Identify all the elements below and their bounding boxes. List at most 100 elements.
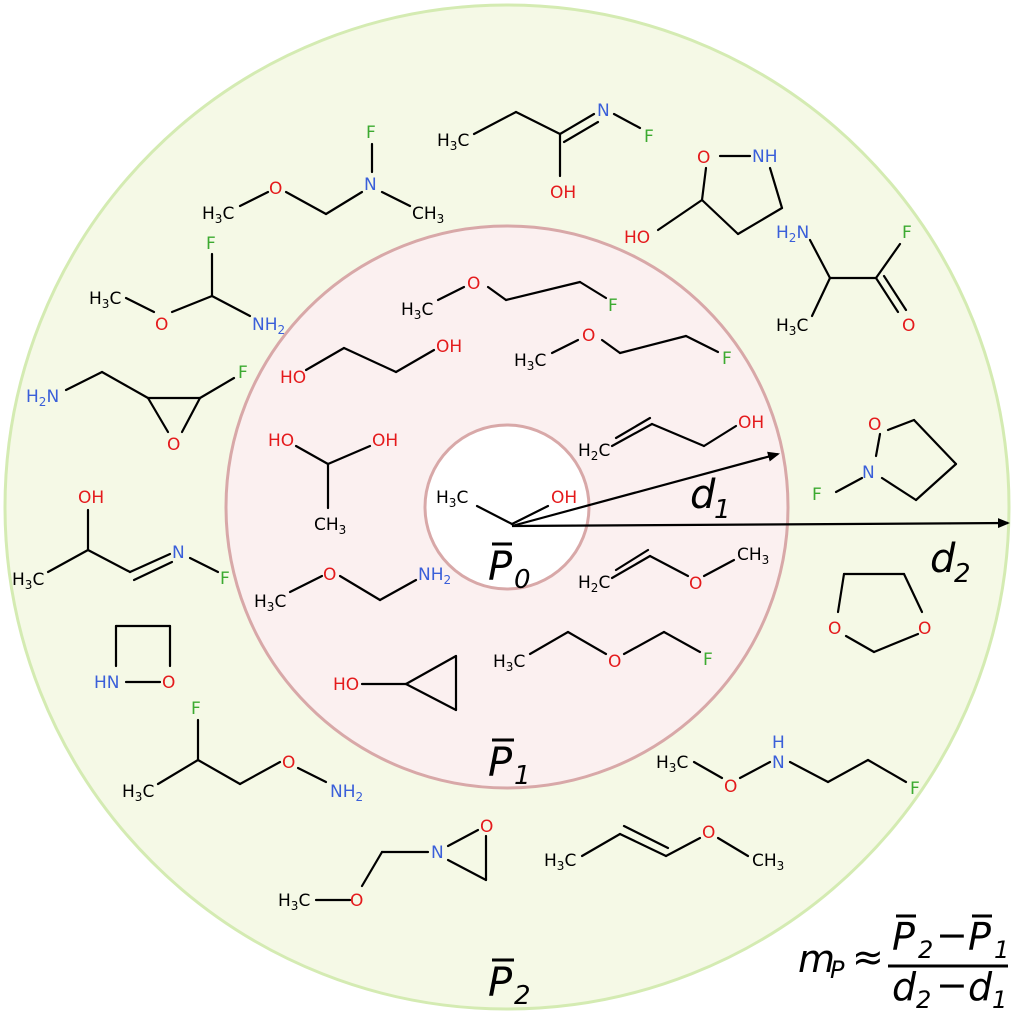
svg-text:F: F	[238, 363, 248, 383]
svg-text:d: d	[930, 536, 956, 582]
svg-text:O: O	[918, 619, 931, 639]
svg-text:F: F	[191, 699, 201, 719]
molecule-outer-5: H2N F H3C O	[776, 223, 915, 338]
svg-text:1: 1	[514, 761, 531, 791]
svg-text:OH: OH	[372, 431, 398, 451]
svg-text:H3C: H3C	[437, 131, 469, 153]
molecule-outer-7: O N F	[812, 415, 958, 505]
molecule-mid-8: H3C O F	[493, 630, 713, 674]
svg-text:P: P	[892, 915, 915, 959]
svg-text:1: 1	[992, 986, 1007, 1014]
molecule-outer-11: H3C F O NH2	[122, 699, 363, 804]
molecule-outer-6: H2N F O	[26, 363, 248, 455]
svg-text:H3C: H3C	[89, 289, 121, 311]
label-p2: P 2	[488, 958, 531, 1011]
svg-text:NH2: NH2	[330, 782, 363, 804]
svg-text:N: N	[431, 843, 444, 863]
svg-text:O: O	[282, 753, 295, 773]
svg-text:H2C: H2C	[578, 441, 610, 463]
molecule-mid-9: HO	[333, 654, 458, 712]
svg-text:O: O	[608, 652, 621, 672]
label-p0: P 0	[488, 542, 531, 595]
svg-text:m: m	[798, 937, 835, 981]
svg-text:F: F	[812, 485, 822, 505]
arrow-d1	[511, 451, 780, 528]
svg-text:N: N	[862, 463, 875, 483]
svg-text:OH: OH	[436, 337, 462, 357]
svg-text:NH2: NH2	[252, 315, 285, 337]
svg-text:O: O	[269, 179, 282, 199]
svg-text:H3C: H3C	[544, 851, 576, 873]
svg-text:H3C: H3C	[12, 570, 44, 592]
svg-text:O: O	[689, 574, 702, 594]
svg-text:P: P	[488, 960, 513, 1006]
svg-text:≈: ≈	[852, 935, 884, 979]
svg-text:2: 2	[916, 986, 931, 1014]
label-p1: P 1	[488, 738, 531, 791]
svg-text:F: F	[902, 223, 912, 243]
atom-label: OH	[551, 488, 577, 508]
svg-text:H3C: H3C	[493, 652, 525, 674]
molecule-mid-5: HO OH CH3	[268, 431, 398, 537]
svg-text:H3C: H3C	[776, 316, 808, 338]
svg-text:H2C: H2C	[578, 573, 610, 595]
svg-text:P: P	[830, 956, 845, 984]
svg-text:N: N	[364, 175, 377, 195]
svg-text:O: O	[902, 316, 915, 336]
svg-text:O: O	[155, 315, 168, 335]
svg-text:F: F	[703, 650, 713, 670]
svg-text:1: 1	[714, 495, 731, 525]
svg-text:−: −	[936, 963, 968, 1007]
svg-text:H3C: H3C	[401, 300, 433, 322]
svg-text:d: d	[968, 965, 993, 1009]
svg-text:O: O	[167, 435, 180, 455]
svg-text:N: N	[597, 101, 610, 121]
molecule-outer-13: H3C O N O	[278, 817, 493, 913]
svg-text:H3C: H3C	[122, 782, 154, 804]
arrow-d2	[511, 518, 1010, 529]
svg-text:NH2: NH2	[418, 565, 451, 587]
molecule-outer-4: H3C O F NH2	[89, 234, 285, 337]
svg-text:N: N	[172, 543, 185, 563]
svg-text:F: F	[644, 127, 654, 147]
svg-text:NH: NH	[752, 147, 778, 167]
inner-circle-p0	[423, 423, 591, 591]
svg-text:O: O	[323, 565, 336, 585]
svg-text:P: P	[488, 544, 513, 590]
molecule-outer-8: OH H3C N F	[12, 488, 230, 592]
svg-text:−: −	[936, 913, 968, 957]
molecule-outer-1: H3C N F OH	[437, 101, 654, 203]
svg-text:2: 2	[918, 936, 933, 964]
molecule-center-ethanol: H3C OH	[436, 488, 577, 526]
molecule-outer-3: H3C O N F CH3	[202, 123, 444, 226]
molecule-outer-10: HN O	[94, 624, 175, 693]
svg-text:H: H	[772, 733, 785, 753]
svg-text:OH: OH	[738, 413, 764, 433]
molecule-mid-3: HO OH	[280, 337, 462, 388]
label-d2: d 2	[930, 536, 971, 589]
svg-text:F: F	[206, 234, 216, 254]
svg-text:O: O	[702, 823, 715, 843]
svg-text:0: 0	[514, 565, 531, 595]
svg-text:F: F	[910, 779, 920, 799]
formula-mp: m P ≈ P 2 − P 1 d 2 − d 1	[798, 913, 1009, 1014]
svg-text:d: d	[690, 472, 716, 518]
svg-text:H2N: H2N	[26, 387, 59, 409]
molecule-outer-9: O O	[828, 572, 931, 654]
molecule-mid-2: H3C O F	[514, 326, 732, 373]
svg-text:O: O	[467, 274, 480, 294]
svg-text:O: O	[480, 817, 493, 837]
molecule-outer-2: O NH HO	[624, 147, 784, 248]
svg-text:H2N: H2N	[776, 223, 809, 245]
svg-text:H3C: H3C	[254, 592, 286, 614]
molecule-outer-14: H3C O CH3	[544, 823, 784, 873]
label-d1: d 1	[690, 472, 731, 525]
molecule-mid-4: H2C OH	[578, 413, 764, 463]
svg-text:2: 2	[514, 981, 531, 1011]
svg-text:H3C: H3C	[514, 351, 546, 373]
svg-text:O: O	[828, 619, 841, 639]
svg-text:F: F	[608, 296, 618, 316]
svg-text:1: 1	[994, 936, 1009, 964]
svg-text:H3C: H3C	[278, 891, 310, 913]
svg-text:F: F	[722, 349, 732, 369]
